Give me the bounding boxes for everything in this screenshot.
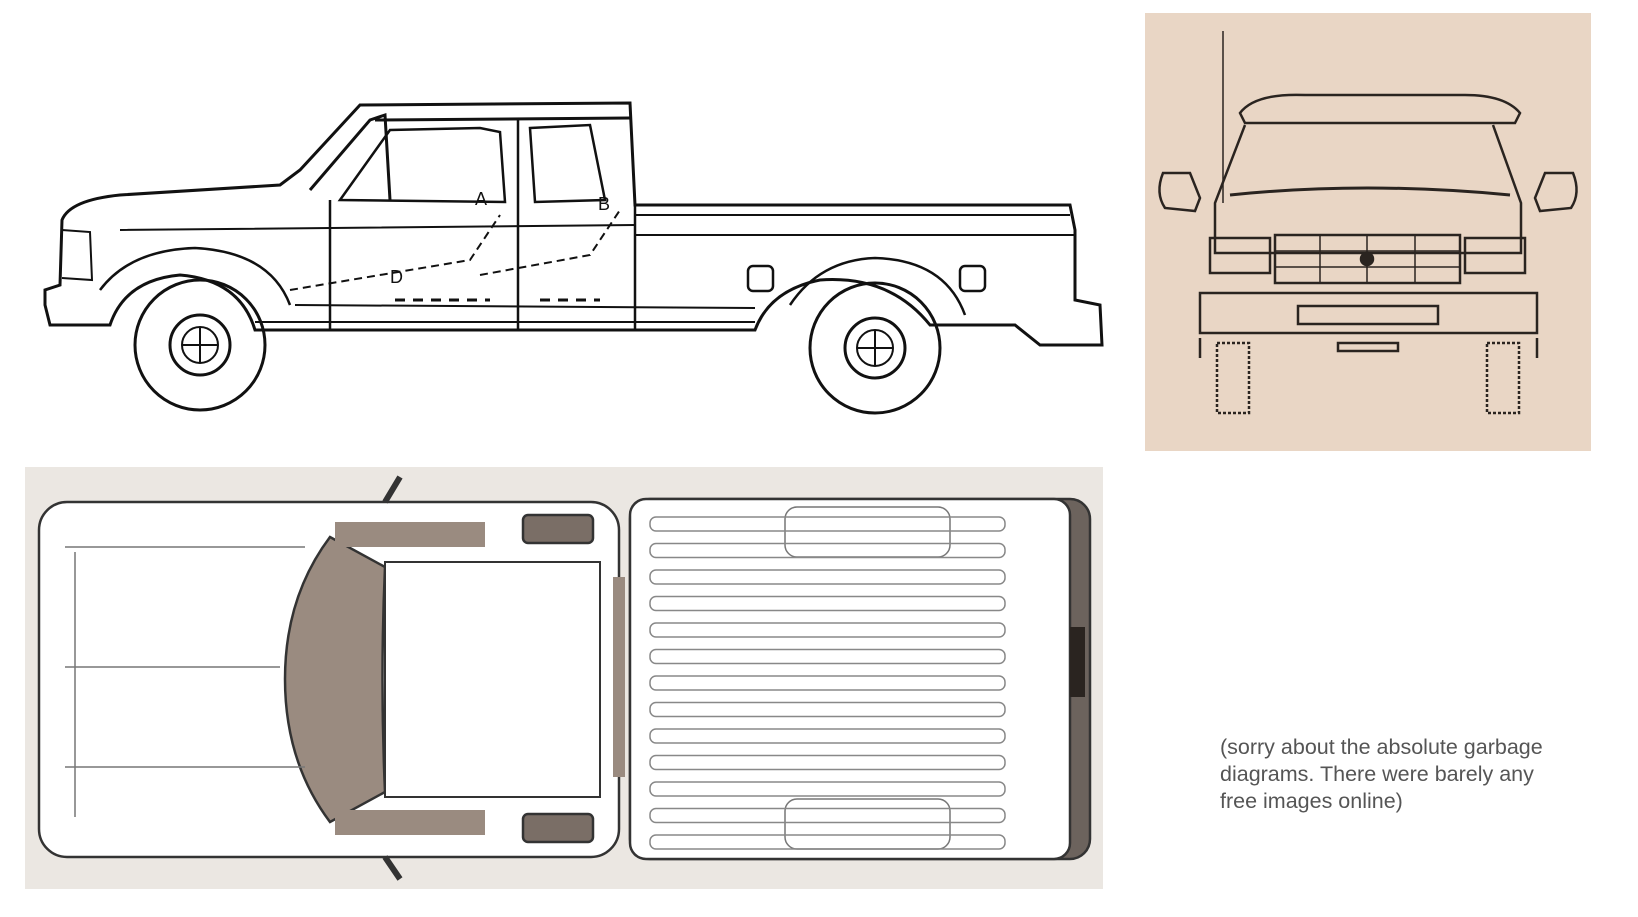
truck-top-view-diagram <box>25 467 1103 889</box>
bed-slat <box>649 701 1006 718</box>
bed-slat <box>649 675 1006 691</box>
label-a: A <box>475 189 487 209</box>
bed-slat <box>649 807 1006 824</box>
bed-slat <box>649 728 1006 744</box>
label-b: B <box>598 194 610 214</box>
bed-slat <box>649 754 1006 771</box>
bed-slat <box>649 542 1006 559</box>
label-d: D <box>390 267 403 287</box>
caption: (sorry about the absolute garbage diagra… <box>1220 734 1600 815</box>
caption-line: (sorry about the absolute garbage <box>1220 735 1543 759</box>
bed-slat <box>649 569 1006 585</box>
truck-front-view-diagram <box>1145 13 1591 451</box>
bed-slat <box>649 516 1006 532</box>
bed-slat <box>649 648 1006 665</box>
caption-line: free images online) <box>1220 789 1403 813</box>
bed-slat <box>649 595 1006 612</box>
caption-line: diagrams. There were barely any <box>1220 762 1534 786</box>
bed-slat <box>649 622 1006 638</box>
bed-slat <box>649 781 1006 797</box>
bed-slat <box>649 834 1006 850</box>
truck-side-view-diagram: A B D <box>43 101 1104 415</box>
